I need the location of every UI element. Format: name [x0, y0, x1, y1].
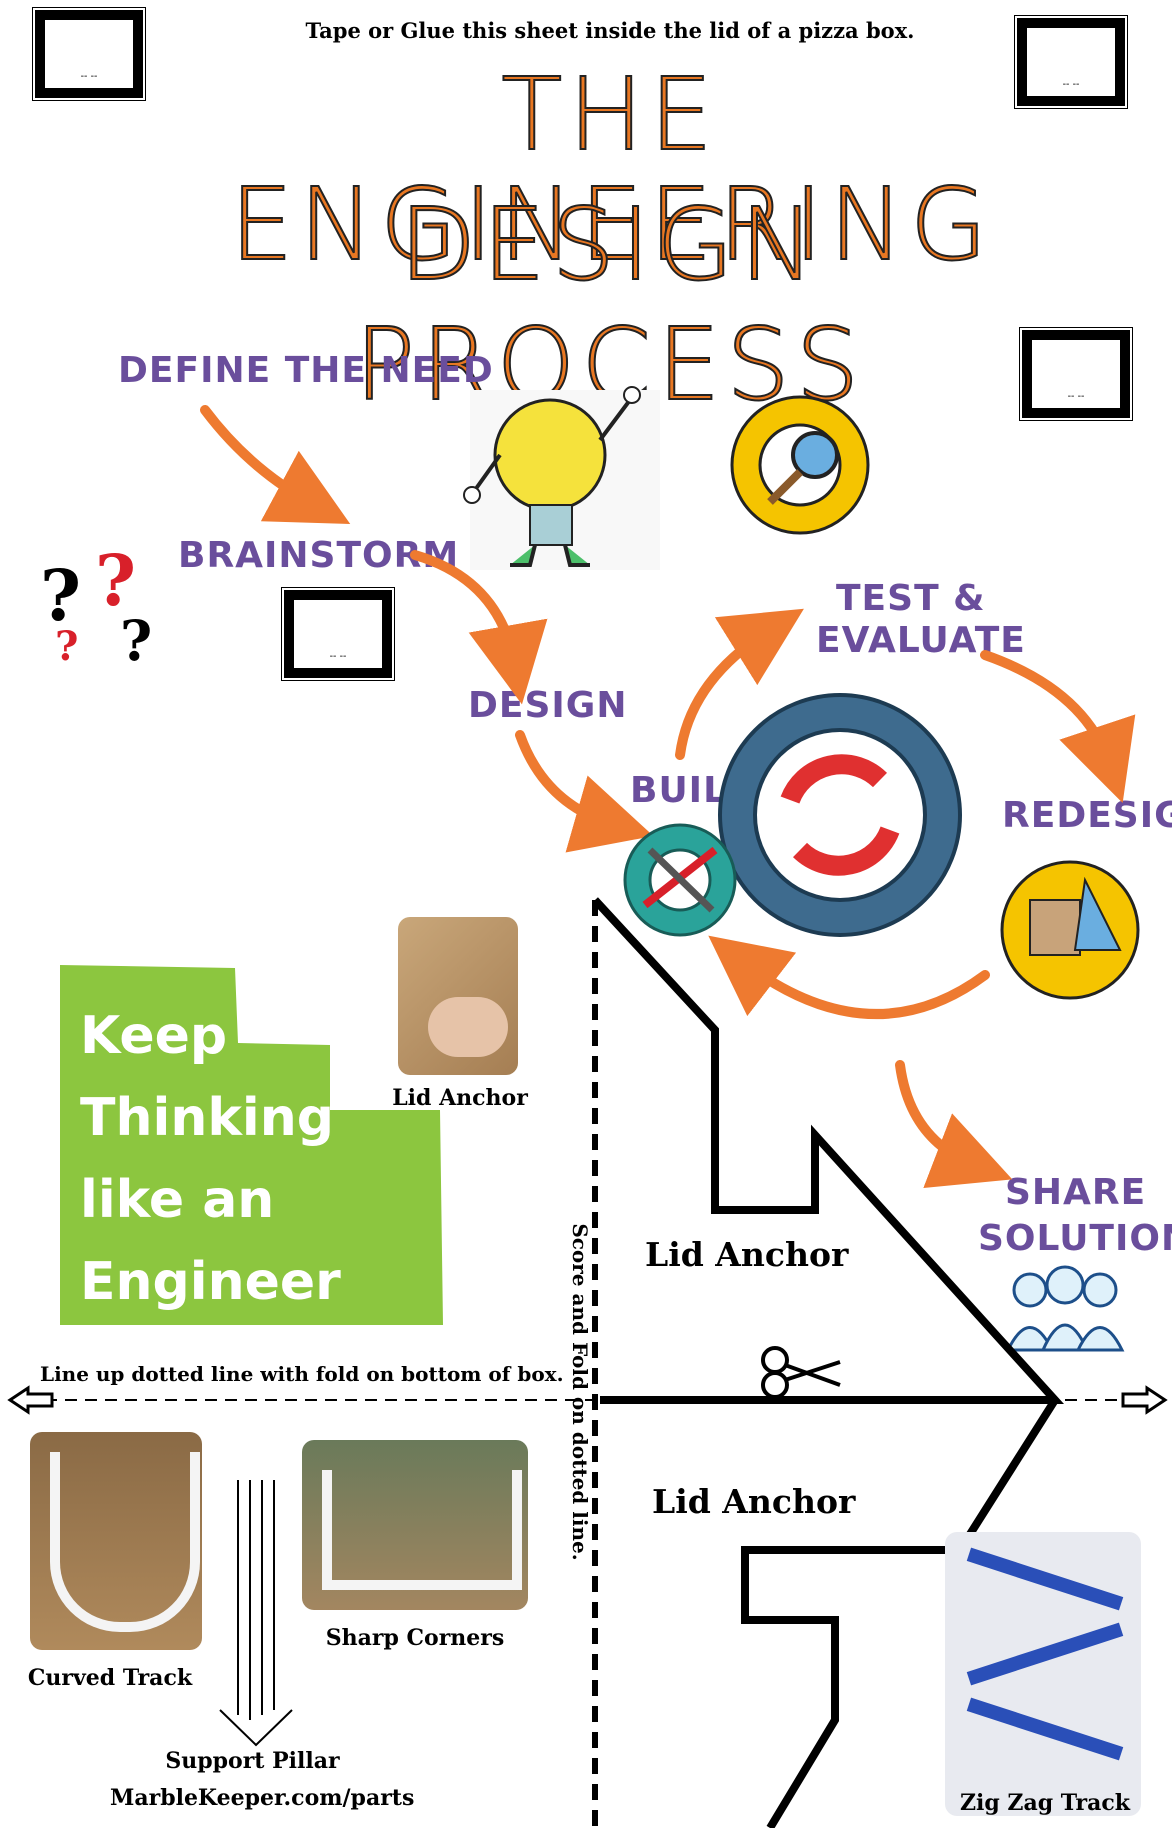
- lid-anchor-upper-label: Lid Anchor: [645, 1235, 849, 1274]
- tools-gear-icon: [623, 823, 737, 937]
- people-share-icon: [1005, 1265, 1125, 1352]
- svg-text:?: ?: [120, 608, 152, 673]
- zig-zag-track-photo: [945, 1532, 1141, 1816]
- lightbulb-icon: [463, 386, 660, 570]
- arrow-design-build: [515, 730, 654, 853]
- arrow-redesign-build: [708, 935, 990, 1020]
- score-fold-label: Score and Fold on dotted line.: [568, 1223, 592, 1561]
- track-strip: [50, 1452, 200, 1632]
- svg-text:?: ?: [55, 623, 78, 670]
- support-pillar-icon: [219, 1480, 293, 1747]
- lid-anchor-photo: [398, 917, 518, 1075]
- track-strip: [966, 1547, 1124, 1611]
- header-instruction: Tape or Glue this sheet inside the lid o…: [305, 18, 915, 43]
- curved-track-caption: Curved Track: [27, 1665, 193, 1691]
- keep-line: Thinking: [80, 1088, 334, 1148]
- corner-mark: -- --: [329, 651, 347, 662]
- sharp-corners-photo: [302, 1440, 528, 1610]
- track-strip: [322, 1470, 522, 1590]
- question-marks-icon: ? ? ? ?: [40, 539, 152, 673]
- arrow-build-test: [675, 608, 804, 760]
- keep-line: Keep: [80, 1006, 228, 1066]
- scissors-icon: [761, 1346, 841, 1399]
- step-share-line1: SHARE: [1005, 1172, 1147, 1213]
- corner-box-top-left: -- --: [35, 10, 143, 98]
- keep-thinking-text: Keep Thinking like an Engineer: [80, 995, 341, 1323]
- website-link[interactable]: MarbleKeeper.com/parts: [110, 1785, 415, 1811]
- corner-box-mid-right: -- --: [1022, 330, 1130, 418]
- left-arrow-icon: [7, 1385, 54, 1415]
- hand-shape: [428, 997, 508, 1057]
- calculator-gear-icon: [1000, 860, 1140, 1000]
- corner-box-mid-left: -- --: [284, 590, 392, 678]
- sharp-corners-caption: Sharp Corners: [325, 1625, 505, 1651]
- corner-mark: -- --: [1067, 391, 1085, 402]
- lid-anchor-photo-caption: Lid Anchor: [392, 1085, 528, 1111]
- track-strip: [966, 1622, 1124, 1686]
- curved-track-photo: [30, 1432, 202, 1650]
- arrow-test-redesign: [980, 650, 1136, 803]
- right-arrow-icon: [1121, 1385, 1168, 1415]
- lid-anchor-lower-label: Lid Anchor: [652, 1482, 856, 1521]
- keep-thinking-panel: [60, 965, 443, 1325]
- corner-box-top-right: -- --: [1017, 18, 1125, 106]
- corner-mark: -- --: [1062, 79, 1080, 90]
- svg-text:?: ?: [40, 554, 81, 637]
- page-title-line1: THE ENGINEERING: [229, 56, 994, 283]
- support-pillar-caption: Support Pillar: [165, 1748, 340, 1774]
- corner-mark: -- --: [80, 71, 98, 82]
- zig-zag-caption: Zig Zag Track: [959, 1790, 1131, 1816]
- step-define: DEFINE THE NEED: [118, 350, 494, 391]
- arrow-redesign-share: [895, 1060, 1013, 1188]
- svg-text:?: ?: [95, 539, 136, 622]
- step-test-line1: TEST &: [836, 578, 986, 619]
- arrow-brainstorm-design: [410, 550, 548, 705]
- keep-line: like an: [80, 1170, 275, 1230]
- keep-line: Engineer: [80, 1252, 341, 1312]
- step-share-line2: SOLUTIONS: [978, 1218, 1172, 1259]
- magnifier-gear-icon: [730, 395, 870, 535]
- flow-arrows: [200, 405, 1136, 1188]
- track-strip: [966, 1697, 1124, 1761]
- cycle-gear-icon: [718, 693, 962, 937]
- arrow-define-brainstorm: [200, 405, 351, 524]
- fold-instruction: Line up dotted line with fold on bottom …: [40, 1362, 564, 1386]
